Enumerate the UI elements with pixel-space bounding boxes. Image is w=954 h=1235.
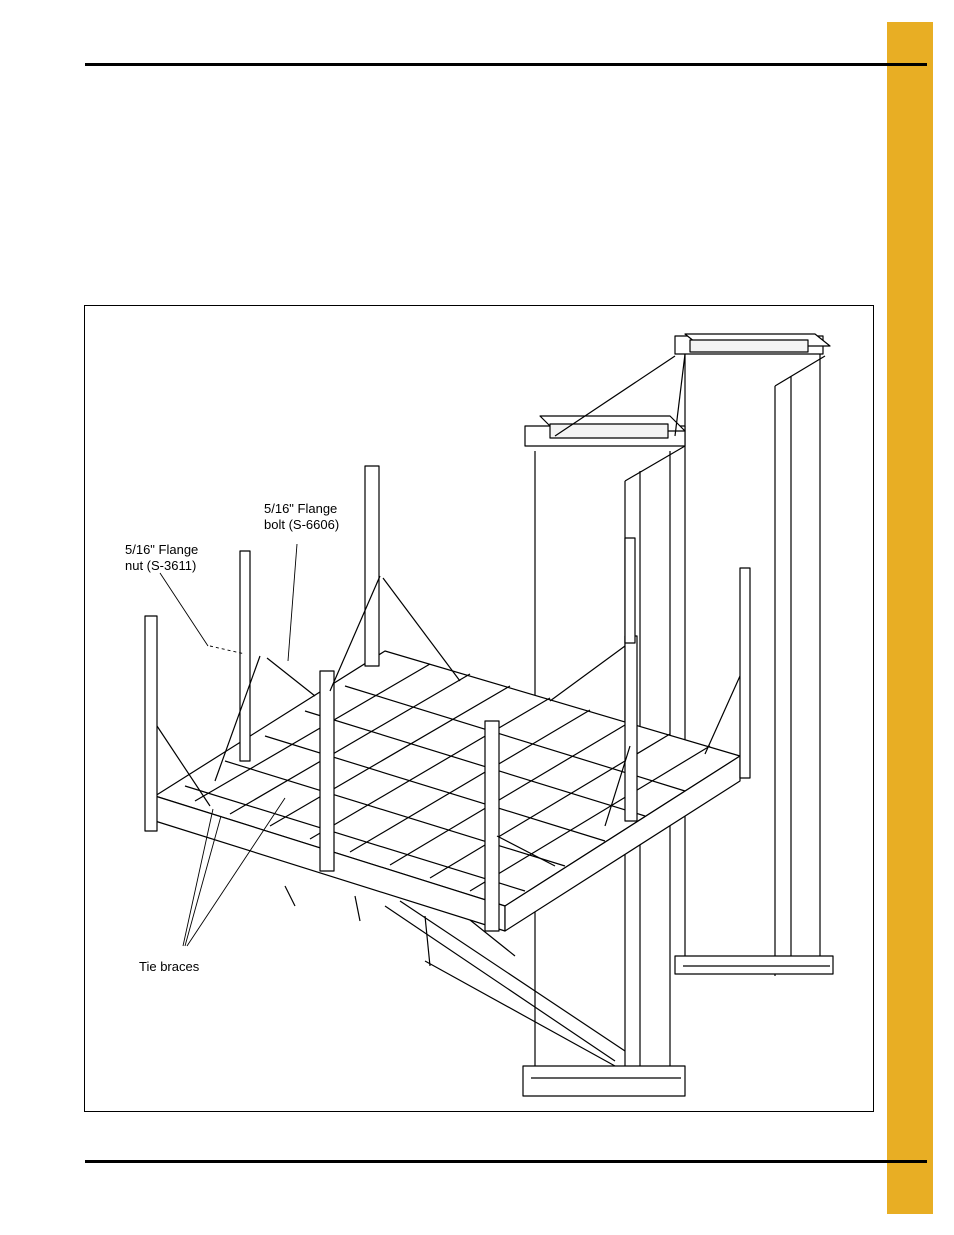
platform-assembly-figure: 5/16" Flange bolt (S-6606) 5/16" Flange … xyxy=(84,305,874,1112)
leg-tower-back xyxy=(674,333,834,976)
flange-nut-callout: 5/16" Flange nut (S-3611) xyxy=(125,542,199,573)
header-rule xyxy=(85,63,927,66)
tie-braces xyxy=(156,575,741,867)
flange-bolt-callout: 5/16" Flange bolt (S-6606) xyxy=(264,501,340,532)
section-side-tab xyxy=(887,22,933,1214)
handrail-posts xyxy=(144,465,751,932)
footer-rule xyxy=(85,1160,927,1163)
knee-braces xyxy=(284,885,626,1067)
platform-assembly-drawing xyxy=(144,333,834,1097)
leg-tower-front xyxy=(522,353,686,1097)
tie-braces-callout: Tie braces xyxy=(139,959,200,974)
callout-leaders xyxy=(159,543,298,947)
